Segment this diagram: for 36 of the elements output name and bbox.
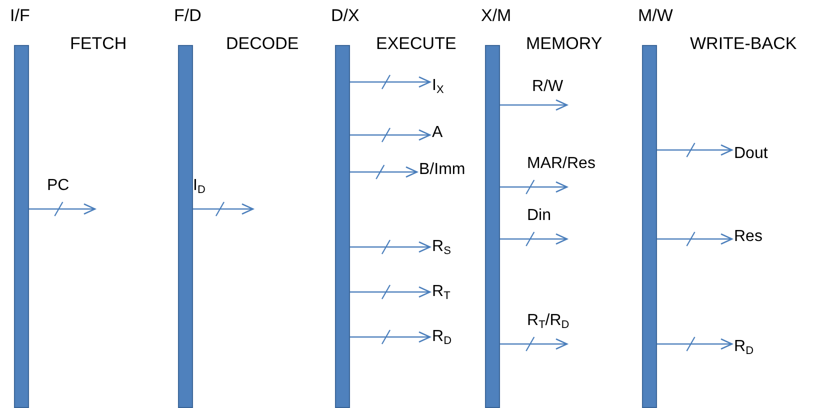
stage-name: EXECUTE xyxy=(376,34,456,54)
signal-label: R$_{T}$ xyxy=(432,282,450,302)
signal-label: B/Imm xyxy=(419,160,466,180)
signal-label: R$_{S}$ xyxy=(432,237,451,257)
signal-label: A xyxy=(432,123,443,143)
arrow xyxy=(350,331,431,343)
arrow xyxy=(350,76,431,88)
arrow xyxy=(350,286,431,298)
signal-label: Dout xyxy=(734,144,768,164)
arrow xyxy=(500,233,568,245)
arrow xyxy=(29,203,96,215)
arrow xyxy=(500,99,568,111)
arrow xyxy=(500,338,568,350)
stage-name: FETCH xyxy=(70,34,127,54)
stage-name: DECODE xyxy=(226,34,299,54)
arrow xyxy=(350,129,431,141)
signal-label: I$_{X}$ xyxy=(432,76,444,96)
signal-label: Res xyxy=(734,227,762,247)
signal-label: R$_{D}$ xyxy=(734,337,754,357)
arrow xyxy=(350,241,431,253)
arrow xyxy=(350,166,418,178)
edge-label: R$_{T}$/R$_{D}$ xyxy=(527,311,570,331)
signal-label: R$_{D}$ xyxy=(432,327,452,347)
arrow xyxy=(500,181,568,193)
register-label: M/W xyxy=(638,6,673,26)
register-label: I/F xyxy=(10,6,30,26)
edge-label: I$_{D}$ xyxy=(193,176,206,196)
stage-name: MEMORY xyxy=(526,34,602,54)
register-label: F/D xyxy=(174,6,202,26)
arrow xyxy=(657,233,733,245)
arrow xyxy=(657,338,733,350)
register-label: D/X xyxy=(331,6,360,26)
arrow xyxy=(657,144,733,156)
arrow xyxy=(193,203,254,215)
stage-name: WRITE-BACK xyxy=(690,34,797,54)
register-label: X/M xyxy=(481,6,512,26)
